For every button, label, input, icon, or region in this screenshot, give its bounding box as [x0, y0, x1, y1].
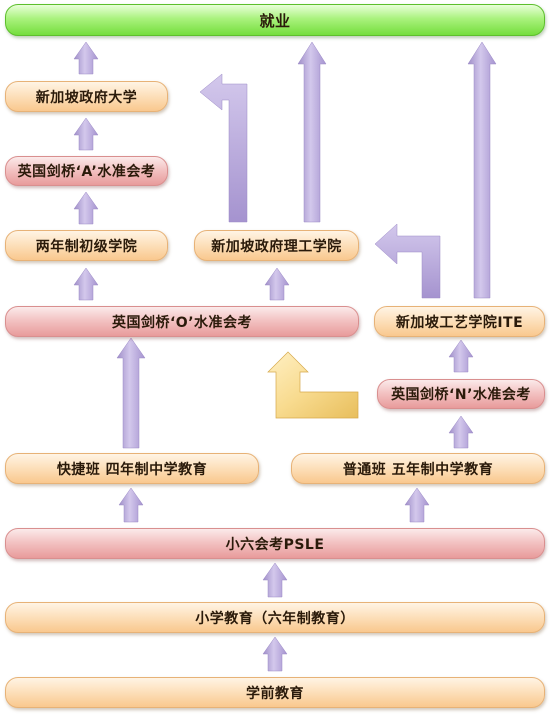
arrow-psle-to-normal [404, 487, 430, 523]
node-primary: 小学教育（六年制教育） [5, 602, 545, 633]
arrow-n-level-to-o-level [267, 351, 359, 419]
arrow-ite-to-poly [374, 223, 441, 299]
arrow-preschool-to-primary [262, 636, 288, 672]
node-express: 快捷班 四年制中学教育 [5, 453, 259, 484]
arrow-poly-to-employment [297, 41, 327, 223]
node-employment: 就业 [5, 4, 545, 36]
arrow-psle-to-express [118, 487, 144, 523]
arrow-ite-to-employment [467, 41, 497, 299]
node-preschool: 学前教育 [5, 677, 545, 708]
arrow-jc-to-a-level [73, 191, 99, 225]
arrow-a-level-to-nus [73, 117, 99, 151]
node-n-level: 英国剑桥‘N’水准会考 [377, 379, 545, 409]
arrow-normal-to-n-level [448, 415, 474, 449]
arrow-express-to-o-level [116, 337, 146, 449]
node-a-level: 英国剑桥‘A’水准会考 [5, 156, 168, 186]
node-psle: 小六会考PSLE [5, 528, 545, 559]
node-jc: 两年制初级学院 [5, 230, 168, 261]
arrow-o-level-to-jc [73, 267, 99, 301]
node-nus: 新加坡政府大学 [5, 81, 168, 112]
node-o-level: 英国剑桥‘O’水准会考 [5, 306, 359, 337]
arrow-n-level-to-ite [448, 339, 474, 373]
arrow-poly-to-nus [199, 73, 248, 223]
arrow-primary-to-psle [262, 562, 288, 598]
node-ite: 新加坡工艺学院ITE [374, 306, 545, 337]
arrow-nus-to-employment [73, 41, 99, 75]
arrow-o-level-to-poly [264, 267, 290, 301]
node-poly: 新加坡政府理工学院 [194, 230, 359, 261]
node-normal: 普通班 五年制中学教育 [291, 453, 545, 484]
